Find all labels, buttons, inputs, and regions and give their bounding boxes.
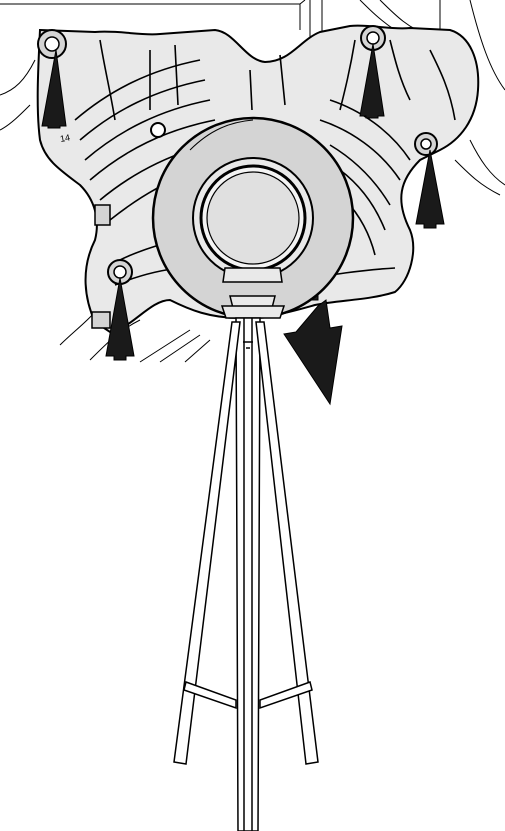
callout-label: 14 [59, 132, 71, 144]
transmission-jack-stand [173, 305, 319, 831]
bell-housing-opening [151, 116, 355, 320]
vehicle-frame-linework [0, 0, 505, 363]
arrow-up-right [415, 149, 445, 229]
arrow-up-front-left [41, 49, 67, 129]
arrow-down-removal [283, 299, 343, 406]
arrow-up-front-right [359, 43, 385, 119]
direction-arrows [41, 43, 445, 406]
arrow-up-lower-left [105, 277, 135, 361]
